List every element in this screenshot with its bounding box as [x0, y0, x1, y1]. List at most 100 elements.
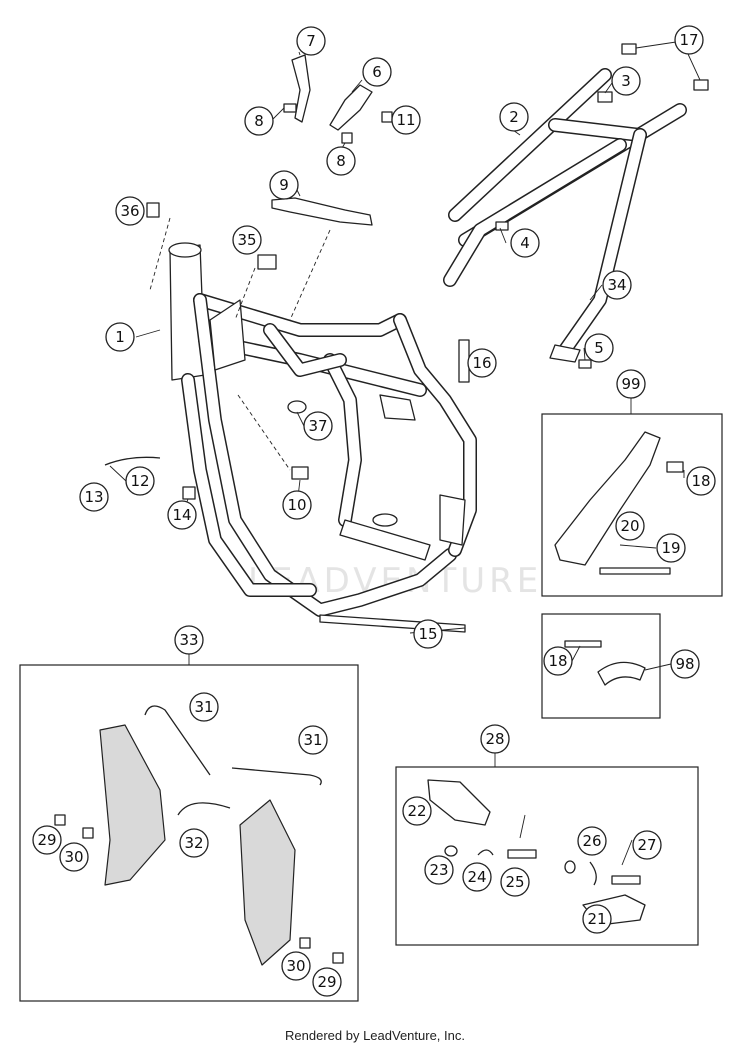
callout-37: 37: [303, 411, 333, 441]
svg-text:34: 34: [607, 276, 626, 294]
top-brackets: [271, 43, 709, 226]
svg-text:29: 29: [37, 831, 56, 849]
svg-text:1: 1: [115, 328, 125, 346]
footrests: [427, 779, 646, 926]
callout-21: 21: [582, 904, 612, 934]
callout-13: 13: [79, 482, 109, 512]
callout-32: 32: [179, 828, 209, 858]
callout-19: 19: [656, 533, 686, 563]
callout-10: 10: [282, 490, 312, 520]
svg-text:8: 8: [336, 152, 346, 170]
callout-33: 33: [174, 625, 204, 655]
callout-31a: 31: [189, 692, 219, 722]
svg-text:33: 33: [179, 631, 198, 649]
svg-text:36: 36: [120, 202, 139, 220]
chain-guide: [554, 431, 684, 575]
callout-31b: 31: [298, 725, 328, 755]
callout-5: 5: [584, 333, 614, 363]
svg-text:5: 5: [594, 339, 604, 357]
svg-text:30: 30: [64, 848, 83, 866]
callout-9: 9: [269, 170, 299, 200]
svg-text:28: 28: [485, 730, 504, 748]
svg-text:19: 19: [661, 539, 680, 557]
callout-7: 7: [296, 26, 326, 56]
callout-12: 12: [125, 466, 155, 496]
callout-20: 20: [615, 511, 645, 541]
svg-text:15: 15: [418, 625, 437, 643]
callout-1: 1: [105, 322, 135, 352]
svg-text:2: 2: [509, 108, 519, 126]
chain-slider: [564, 640, 646, 686]
callout-26: 26: [577, 826, 607, 856]
svg-text:20: 20: [620, 517, 639, 535]
callout-29b: 29: [312, 967, 342, 997]
svg-text:30: 30: [286, 957, 305, 975]
svg-text:27: 27: [637, 836, 656, 854]
callout-24: 24: [462, 862, 492, 892]
svg-text:31: 31: [194, 698, 213, 716]
svg-text:14: 14: [172, 506, 191, 524]
svg-text:18: 18: [548, 652, 567, 670]
callout-14: 14: [167, 500, 197, 530]
svg-text:8: 8: [254, 112, 264, 130]
callout-8b: 8: [326, 146, 356, 176]
callout-18a: 18: [686, 466, 716, 496]
main-frame: [168, 242, 477, 617]
callout-6: 6: [362, 57, 392, 87]
callout-16: 16: [467, 348, 497, 378]
callout-30b: 30: [281, 951, 311, 981]
svg-text:32: 32: [184, 834, 203, 852]
rear-subframe: [443, 68, 687, 363]
svg-text:9: 9: [279, 176, 289, 194]
callout-11: 11: [391, 105, 421, 135]
svg-text:18: 18: [691, 472, 710, 490]
svg-text:6: 6: [372, 63, 382, 81]
callout-17: 17: [674, 25, 704, 55]
callout-3: 3: [611, 66, 641, 96]
frame-protectors: [54, 705, 344, 966]
footrest-box: [395, 766, 699, 946]
callout-98: 98: [670, 649, 700, 679]
svg-text:4: 4: [520, 234, 530, 252]
callout-22: 22: [402, 796, 432, 826]
svg-text:23: 23: [429, 861, 448, 879]
svg-text:7: 7: [306, 32, 316, 50]
callout-30a: 30: [59, 842, 89, 872]
leader-lines: [109, 41, 701, 767]
svg-text:24: 24: [467, 868, 486, 886]
callout-28: 28: [480, 724, 510, 754]
svg-text:22: 22: [407, 802, 426, 820]
svg-text:37: 37: [308, 417, 327, 435]
chain-slider-box: [541, 613, 661, 719]
svg-text:26: 26: [582, 832, 601, 850]
callout-4: 4: [510, 228, 540, 258]
svg-text:21: 21: [587, 910, 606, 928]
chain-guide-box: [541, 413, 723, 597]
svg-text:99: 99: [621, 375, 640, 393]
svg-text:12: 12: [130, 472, 149, 490]
svg-text:10: 10: [287, 496, 306, 514]
svg-text:29: 29: [317, 973, 336, 991]
svg-text:98: 98: [675, 655, 694, 673]
callout-27: 27: [632, 830, 662, 860]
callout-23: 23: [424, 855, 454, 885]
callout-99: 99: [616, 369, 646, 399]
callout-25: 25: [500, 867, 530, 897]
callout-8a: 8: [244, 106, 274, 136]
svg-text:31: 31: [303, 731, 322, 749]
svg-text:17: 17: [679, 31, 698, 49]
callout-35: 35: [232, 225, 262, 255]
svg-text:35: 35: [237, 231, 256, 249]
callout-36: 36: [115, 196, 145, 226]
svg-text:11: 11: [396, 111, 415, 129]
callout-2: 2: [499, 102, 529, 132]
svg-text:3: 3: [621, 72, 631, 90]
callout-15: 15: [413, 619, 443, 649]
callout-18b: 18: [543, 646, 573, 676]
svg-text:13: 13: [84, 488, 103, 506]
callout-29a: 29: [32, 825, 62, 855]
svg-text:16: 16: [472, 354, 491, 372]
svg-text:25: 25: [505, 873, 524, 891]
callout-34: 34: [602, 270, 632, 300]
